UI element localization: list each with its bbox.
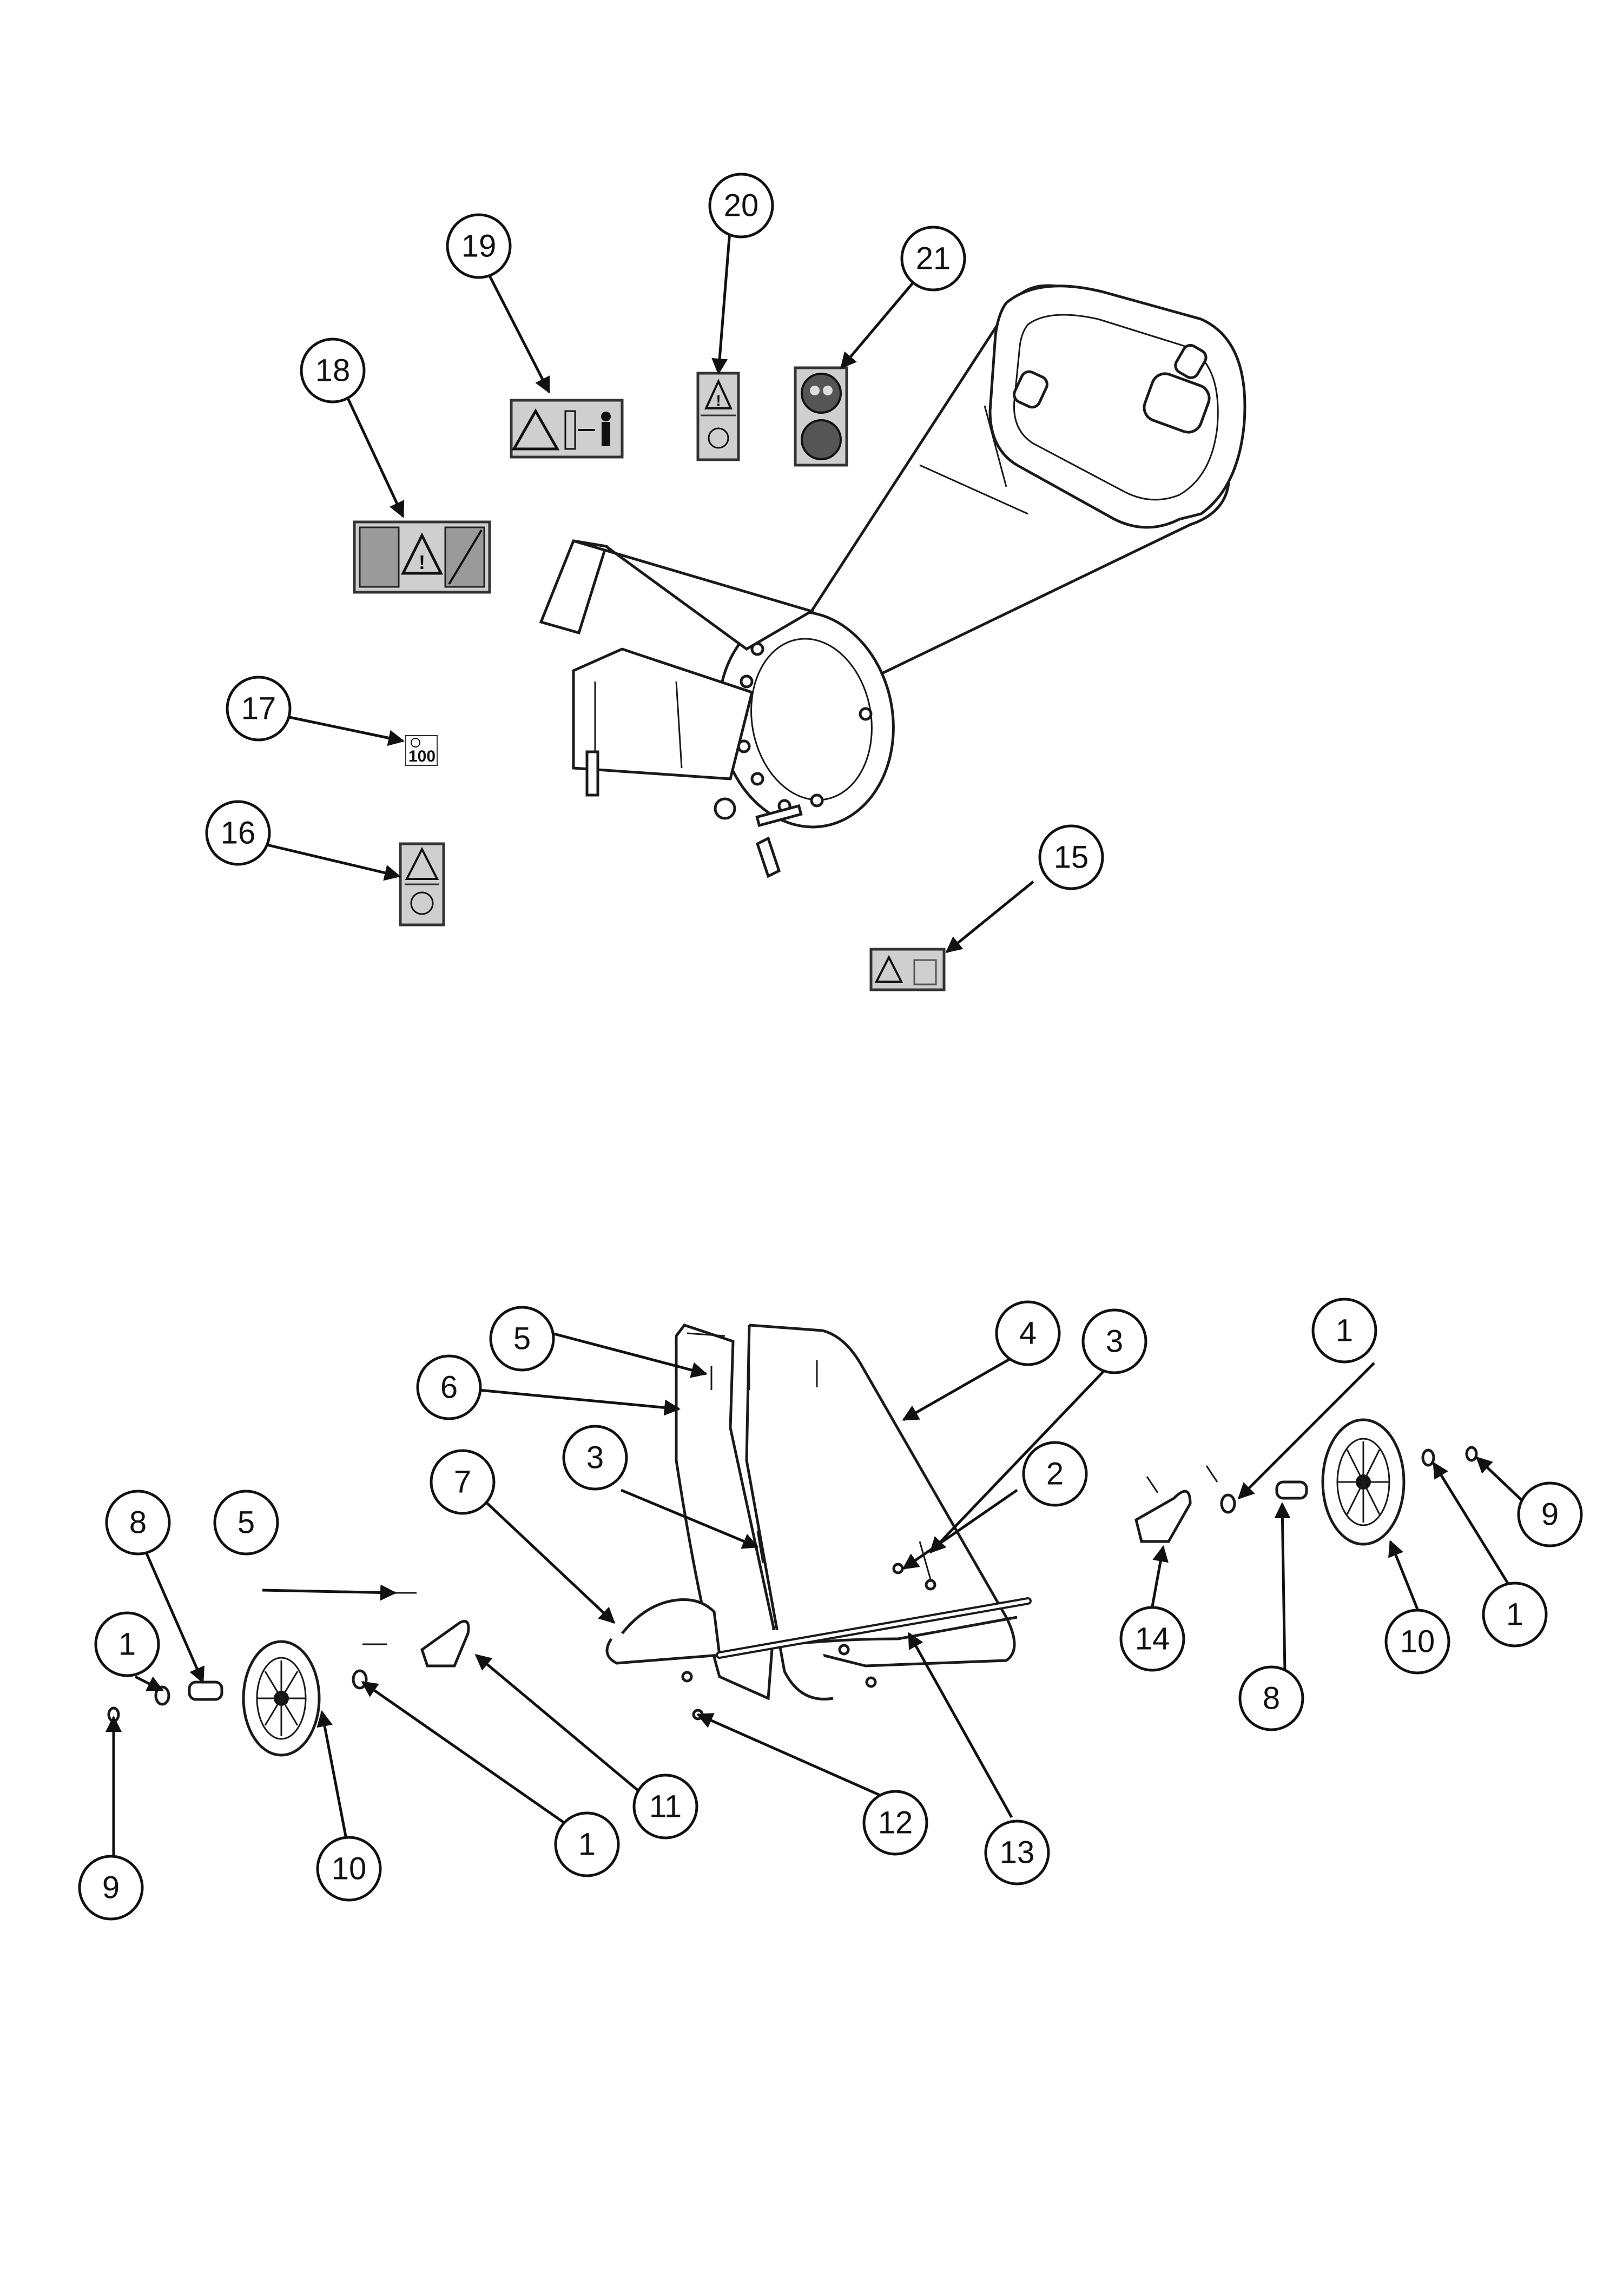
svg-text:12: 12 (878, 1805, 913, 1841)
svg-text:1: 1 (1336, 1313, 1353, 1348)
right-wheel-10 (1321, 1418, 1406, 1546)
right-washer-1-inner (1220, 1493, 1236, 1514)
callout-17: 17 (226, 676, 292, 742)
left-wheel-10 (242, 1640, 321, 1757)
engine-frame (572, 647, 803, 878)
left-washer-1-inner (352, 1669, 368, 1690)
svg-text:1: 1 (118, 1627, 136, 1662)
callout-10-right: 10 (1384, 1609, 1450, 1675)
handle-frame-4 (745, 1324, 1016, 1701)
callout-3-right: 3 (1081, 1308, 1147, 1374)
svg-text:16: 16 (221, 816, 256, 851)
svg-text:6: 6 (440, 1370, 458, 1405)
svg-text:7: 7 (454, 1465, 471, 1500)
svg-text:15: 15 (1054, 840, 1089, 875)
svg-text:10: 10 (332, 1851, 367, 1887)
svg-text:3: 3 (586, 1440, 604, 1475)
speed-label: 100 (408, 747, 436, 765)
callout-21: 21 (900, 226, 966, 292)
callout-1-left-inner: 1 (554, 1811, 620, 1877)
callout-4: 4 (995, 1300, 1061, 1366)
svg-text:13: 13 (1000, 1835, 1035, 1870)
svg-text:14: 14 (1135, 1622, 1170, 1657)
svg-text:!: ! (716, 392, 721, 409)
svg-text:5: 5 (237, 1505, 255, 1540)
svg-text:21: 21 (916, 241, 951, 276)
svg-text:20: 20 (724, 188, 759, 223)
callout-20: 20 (708, 173, 774, 239)
svg-text:19: 19 (461, 229, 497, 264)
callout-6: 6 (416, 1354, 482, 1420)
callout-12: 12 (862, 1790, 928, 1856)
callout-1-right-top: 1 (1311, 1298, 1377, 1364)
callout-15: 15 (1038, 824, 1104, 890)
decal-15 (869, 948, 946, 991)
discharge-chute (539, 539, 815, 651)
svg-text:3: 3 (1106, 1324, 1123, 1359)
svg-text:8: 8 (129, 1505, 147, 1540)
svg-text:!: ! (419, 551, 425, 573)
callout-8-left: 8 (105, 1490, 171, 1556)
callout-9-left: 9 (78, 1855, 144, 1921)
decal-16 (399, 842, 445, 927)
svg-text:9: 9 (1541, 1497, 1559, 1532)
left-bracket-11 (420, 1620, 470, 1668)
svg-text:11: 11 (649, 1789, 682, 1824)
svg-text:8: 8 (1263, 1681, 1280, 1716)
callout-8-right: 8 (1238, 1665, 1304, 1731)
callout-2: 2 (1022, 1441, 1088, 1507)
callout-5-top: 5 (489, 1306, 555, 1372)
right-bracket-14 (1134, 1490, 1192, 1543)
svg-text:1: 1 (578, 1827, 596, 1862)
decal-18: ! (353, 520, 491, 594)
svg-text:18: 18 (315, 353, 351, 388)
chipper-body-assembly (539, 284, 1246, 878)
decal-19 (510, 399, 624, 459)
right-washer-1-outer (1421, 1448, 1435, 1467)
svg-text:4: 4 (1019, 1316, 1037, 1351)
callout-5-left: 5 (213, 1490, 279, 1556)
callout-1-left-outer: 1 (94, 1611, 160, 1677)
decal-21 (794, 366, 848, 467)
svg-text:17: 17 (241, 691, 276, 726)
right-bushing-8 (1275, 1480, 1308, 1500)
callout-14: 14 (1119, 1606, 1185, 1672)
cart-frame-assembly (107, 1324, 1478, 1757)
callout-16: 16 (205, 800, 271, 866)
callout-10-left: 10 (316, 1836, 382, 1902)
leader-lines (105, 224, 1532, 1855)
axle-13 (716, 1597, 1032, 1659)
svg-text:5: 5 (513, 1321, 531, 1357)
callout-19: 19 (446, 213, 512, 279)
callouts: 20 21 19 18 17 16 15 5 6 7 3 4 3 2 1 9 1… (78, 173, 1583, 1921)
handle-frame-6 (675, 1324, 775, 1701)
right-cap-9 (1465, 1446, 1478, 1462)
callout-1-right-bottom: 1 (1482, 1582, 1548, 1647)
svg-text:9: 9 (102, 1870, 120, 1905)
rotor-housing (717, 610, 895, 829)
callout-3-left: 3 (562, 1425, 628, 1491)
svg-text:10: 10 (1400, 1624, 1435, 1659)
svg-text:2: 2 (1046, 1457, 1064, 1492)
callout-18: 18 (300, 338, 366, 403)
left-bushing-8 (188, 1680, 223, 1701)
decal-20: ! (696, 372, 740, 461)
feed-hopper (810, 284, 1246, 684)
decal-17: 100 (405, 735, 438, 766)
callout-11: 11 (632, 1774, 698, 1840)
right-bolt-a (1146, 1476, 1159, 1493)
callout-9-right: 9 (1517, 1481, 1583, 1547)
callout-7: 7 (430, 1449, 496, 1515)
svg-text:1: 1 (1506, 1597, 1523, 1632)
right-bolt-b (1205, 1465, 1218, 1483)
callout-13: 13 (984, 1819, 1050, 1885)
